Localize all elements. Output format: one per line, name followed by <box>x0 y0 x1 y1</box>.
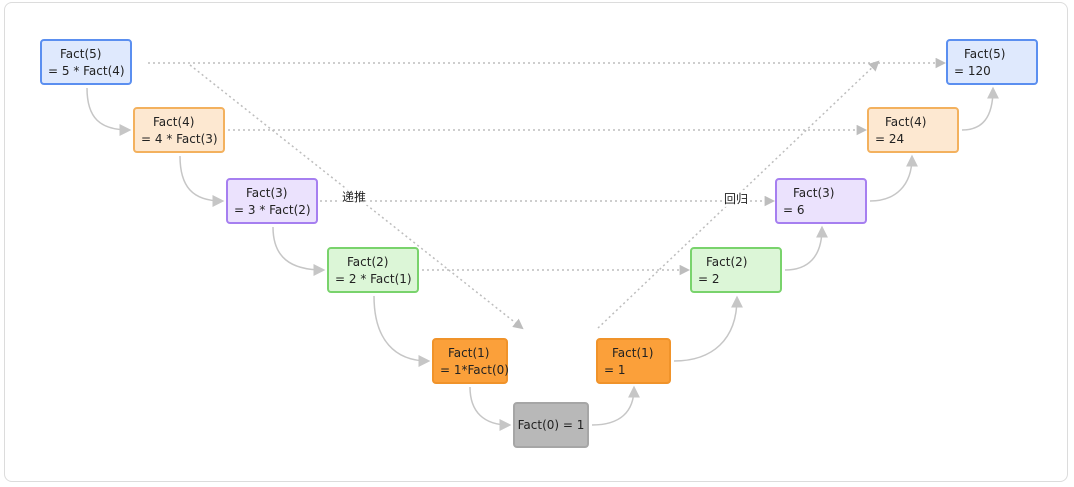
node-title: Fact(5) <box>60 47 102 61</box>
base-node-fact0: Fact(0) = 1 <box>513 402 589 448</box>
node-title: Fact(1) <box>612 346 654 360</box>
descend-node-fact5: Fact(5) = 5 * Fact(4) <box>40 39 132 85</box>
arrow-fact1-to-fact0 <box>469 386 512 431</box>
node-title: Fact(3) <box>793 186 835 200</box>
node-title: Fact(3) <box>246 186 288 200</box>
ascend-node-fact2: Fact(2) = 2 <box>690 247 782 293</box>
arrow-fact4-to-fact3 <box>179 155 225 207</box>
descend-node-fact2: Fact(2) = 2 * Fact(1) <box>327 247 419 293</box>
return-label: 回归 <box>722 190 751 207</box>
node-expression: = 1*Fact(0) <box>440 363 509 377</box>
ascend-node-fact3: Fact(3) = 6 <box>775 178 867 224</box>
node-title: Fact(4) <box>885 115 927 129</box>
ascend-node-fact4: Fact(4) = 24 <box>867 107 959 153</box>
node-title: Fact(2) <box>706 255 748 269</box>
arrow-fact3-to-fact2 <box>272 226 326 276</box>
node-expression: = 2 * Fact(1) <box>335 272 412 286</box>
ascend-node-fact5: Fact(5) = 120 <box>946 39 1038 85</box>
descend-node-fact1: Fact(1) = 1*Fact(0) <box>432 338 509 384</box>
node-result: = 120 <box>954 64 991 78</box>
ascend-node-fact1: Fact(1) = 1 <box>596 338 671 384</box>
node-title: Fact(4) <box>153 115 195 129</box>
descend-node-fact4: Fact(4) = 4 * Fact(3) <box>133 107 225 153</box>
node-expression: = 5 * Fact(4) <box>48 64 125 78</box>
arrow-fact3-to-fact4 <box>869 154 918 202</box>
descend-node-fact3: Fact(3) = 3 * Fact(2) <box>226 178 318 224</box>
arrow-fact5-to-fact4 <box>86 87 132 136</box>
node-result: = 1 <box>604 363 626 377</box>
recursion-label: 递推 <box>340 188 369 205</box>
return-diagonal <box>597 60 880 329</box>
node-expression: = 4 * Fact(3) <box>141 132 218 146</box>
node-result: = 6 <box>783 203 805 217</box>
arrow-fact2-to-fact1 <box>373 295 431 367</box>
arrow-fact1-to-fact2 <box>673 295 743 362</box>
node-title: Fact(2) <box>347 255 389 269</box>
arrow-fact0-to-fact1 <box>591 385 640 426</box>
node-expression: Fact(0) = 1 <box>517 417 585 432</box>
node-title: Fact(1) <box>448 346 490 360</box>
arrow-fact4-to-fact5 <box>961 86 999 131</box>
node-expression: = 3 * Fact(2) <box>234 203 311 217</box>
node-result: = 24 <box>875 132 905 146</box>
arrow-fact2-to-fact3 <box>784 225 828 271</box>
node-title: Fact(5) <box>964 47 1006 61</box>
node-result: = 2 <box>698 272 720 286</box>
